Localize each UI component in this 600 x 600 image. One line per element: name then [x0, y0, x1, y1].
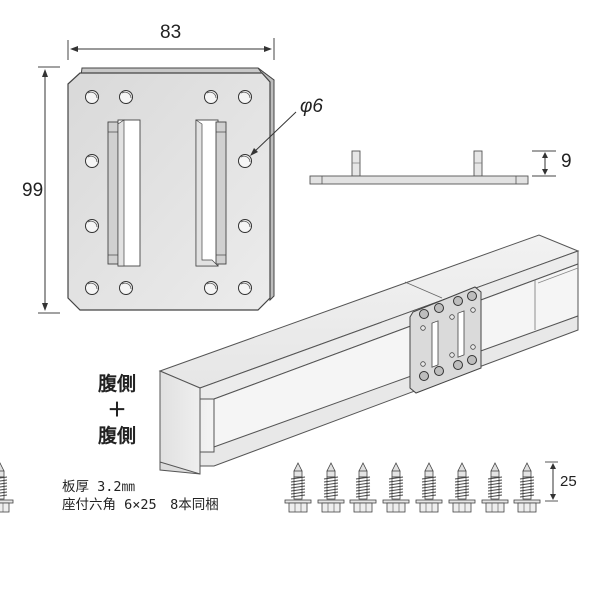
connection-line-2: 腹側	[97, 425, 136, 447]
screw-icon	[0, 462, 14, 513]
plate-front-view	[38, 38, 297, 314]
side-height-label: 9	[561, 151, 572, 172]
screw-length-label: 25	[560, 473, 577, 490]
slot-left	[107, 119, 141, 267]
hole-diameter-label: φ6	[300, 96, 323, 117]
plate-side-view	[309, 150, 556, 185]
splice-plate-installed	[409, 286, 482, 394]
thickness-spec: 板厚 3.2㎜	[62, 479, 136, 495]
height-dimension-label: 99	[22, 180, 44, 201]
connection-plus: ＋	[107, 399, 127, 421]
width-dimension-label: 83	[160, 22, 182, 43]
slot-right	[195, 119, 227, 267]
screw-spec: 座付六角 6×25 8本同梱	[62, 497, 219, 513]
spec-text: 板厚 3.2㎜ 座付六角 6×25 8本同梱	[62, 478, 219, 514]
connection-type-label: 腹側 ＋ 腹側	[82, 371, 152, 449]
beam-assembly	[158, 234, 580, 475]
connection-line-1: 腹側	[97, 373, 136, 395]
screw-set	[0, 461, 558, 513]
